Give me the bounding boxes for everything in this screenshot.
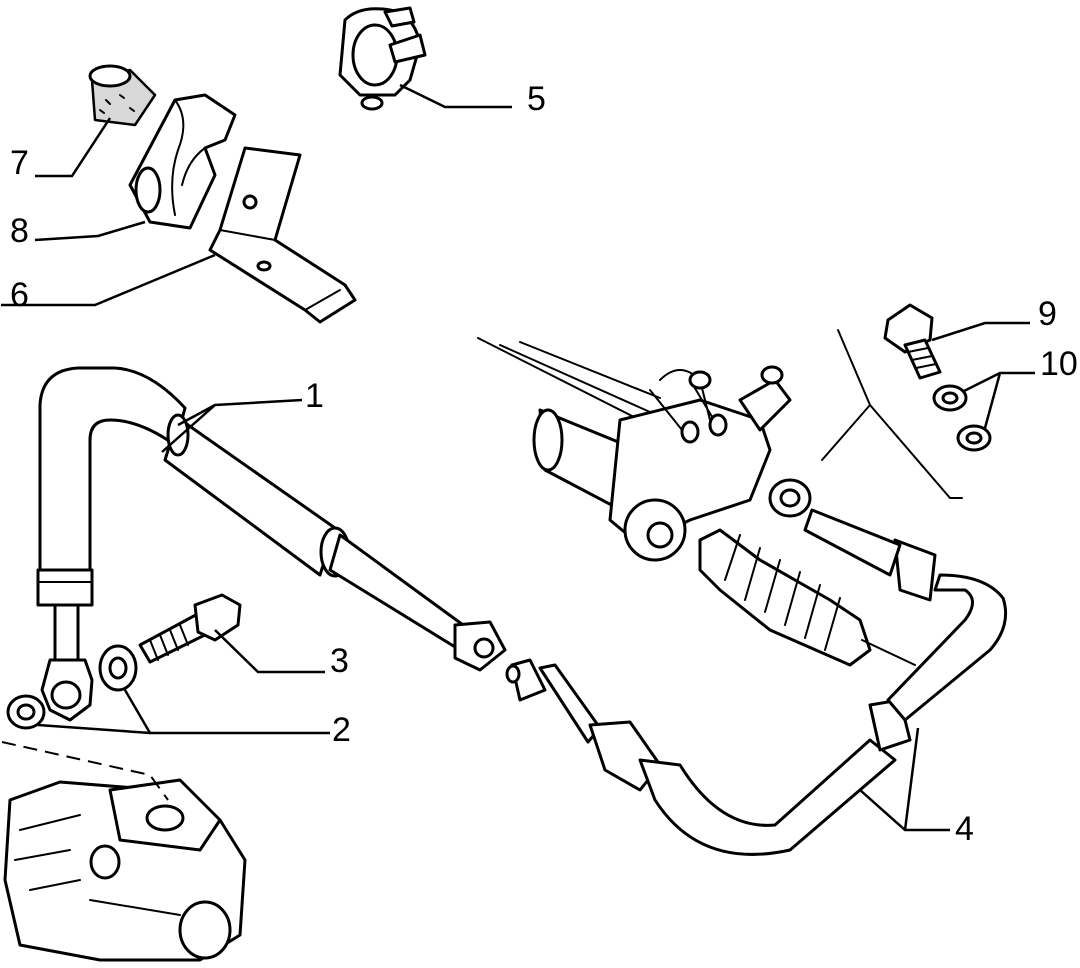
callout-5: 5 [527, 80, 546, 118]
leader-7 [35, 117, 112, 178]
leader-lines [1, 83, 1035, 832]
pressure-hose [36, 366, 507, 722]
leader-5 [399, 83, 512, 109]
steering-rack [477, 337, 916, 667]
leader-2 [123, 689, 330, 735]
leader-9 [931, 321, 1030, 342]
callout-3: 3 [330, 642, 349, 680]
callout-8: 8 [10, 212, 29, 250]
steering-pump [1, 741, 247, 962]
callout-10: 10 [1040, 345, 1078, 383]
leader-6 [1, 253, 216, 307]
leader-3 [214, 629, 325, 674]
callout-4: 4 [955, 810, 974, 848]
callout-6: 6 [10, 276, 29, 314]
callout-1: 1 [305, 377, 324, 415]
return-hose [505, 478, 1008, 856]
washers-and-bolt [6, 593, 242, 730]
rubber-sleeve [88, 64, 157, 127]
bracket-cushion [128, 93, 237, 230]
mounting-bracket [208, 146, 357, 324]
leader-8 [34, 220, 146, 242]
hose-clamp [338, 6, 427, 111]
callout-labels: 1 2 3 4 5 6 7 8 9 10 [10, 80, 1078, 848]
banjo-bolt-and-washers [821, 303, 992, 499]
callout-7: 7 [10, 144, 29, 182]
callout-9: 9 [1038, 295, 1057, 333]
callout-2: 2 [332, 711, 351, 749]
